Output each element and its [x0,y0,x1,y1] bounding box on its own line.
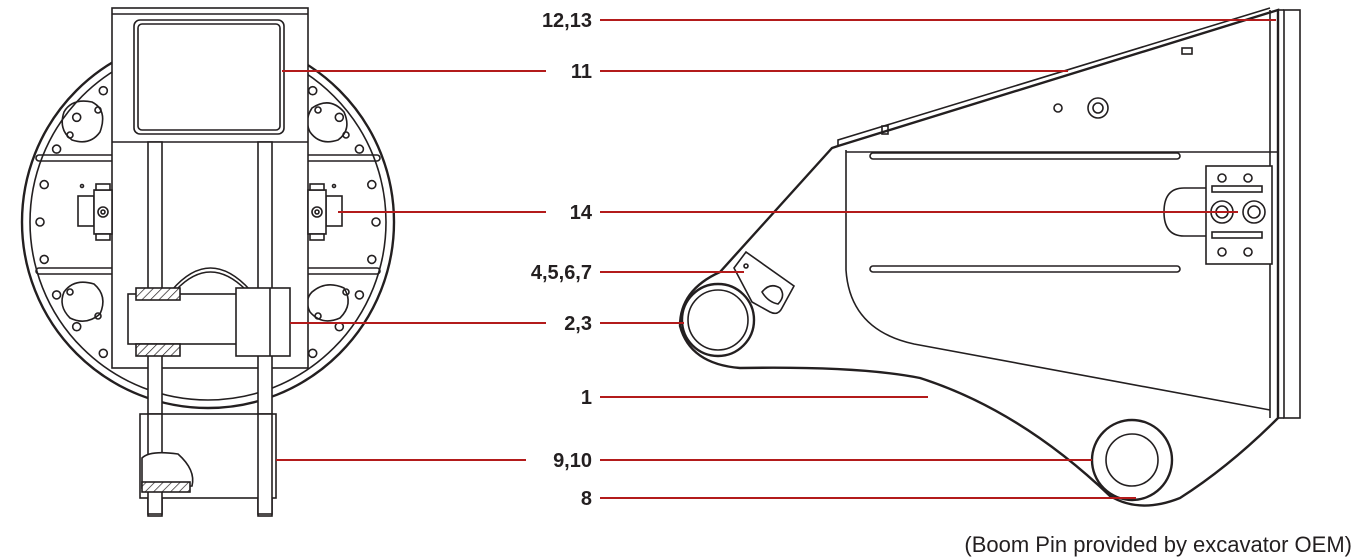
callout-4-5-6-7: 4,5,6,7 [531,262,592,284]
end-plate [1283,9,1301,419]
callout-14: 14 [570,202,593,224]
lock-cylinder-plate [1163,165,1273,265]
bolt-hole [307,85,318,96]
bolt-hole [307,348,318,359]
lock-block [733,250,796,315]
bolt-hole [371,217,381,227]
bolt-hole [354,144,365,154]
lower-pin-head [141,451,194,489]
callout-2-3: 2,3 [564,313,592,335]
bolt-hole [98,348,109,359]
bolt-hole [71,321,82,332]
bolt-hole [35,217,45,227]
callout-1: 1 [581,387,592,409]
callout-labels: 12,13 11 14 4,5,6,7 2,3 1 9,10 8 [531,10,593,510]
pin-collar [235,287,291,357]
side-view [678,7,1301,507]
callout-11: 11 [571,61,592,83]
bolt-hole [334,112,345,123]
plate-cutouts [61,100,350,322]
main-pin [127,293,241,345]
bolt-hole [98,85,109,96]
pin-bushing-left [135,287,181,301]
bolt-hole [51,144,62,154]
bolt-hole [71,112,82,123]
leader-lines [276,19,1276,499]
callout-12-13: 12,13 [542,10,592,32]
wear-block [133,19,285,135]
boom-pin-bore [1090,418,1174,502]
lock-cylinder-right [307,183,343,241]
boom-pin-note: (Boom Pin provided by excavator OEM) [964,532,1352,557]
pin-bore [680,282,756,358]
lock-cylinder-left [77,183,113,241]
callout-9-10: 9,10 [553,450,592,472]
bolt-hole [354,290,365,300]
coupler-body [678,8,1280,507]
end-view [20,7,396,517]
bolt-hole [39,179,50,190]
bolt-hole [366,179,377,190]
bolt-hole [366,254,377,265]
bolt-hole [39,254,50,265]
callout-8: 8 [581,488,592,510]
bolt-hole [51,290,62,300]
